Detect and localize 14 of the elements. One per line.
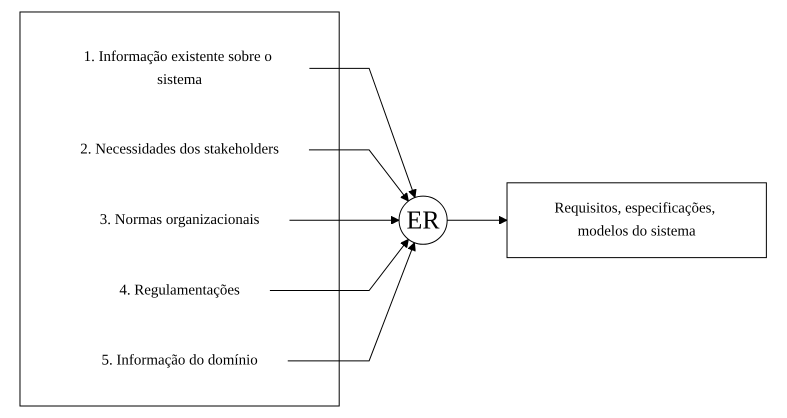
node-text: 4. Regulamentações [120,282,240,298]
arrow [308,149,410,202]
node-text: 1. Informação existente sobre o sistema [84,48,272,88]
arrow [309,68,417,198]
arrow [287,242,416,362]
arrow [446,216,508,225]
cluster [20,11,340,406]
arrow [270,238,410,292]
node-text: 2. Necessidades dos stakeholders [80,142,280,158]
node-box: Requisitos, especificações, modelos do sistema [506,182,768,258]
node-text: 5. Informação do domínio [102,352,258,369]
arrow [289,216,400,225]
node-text: 3. Normas organizacionais [100,212,260,228]
node-circle: ER [398,196,448,245]
